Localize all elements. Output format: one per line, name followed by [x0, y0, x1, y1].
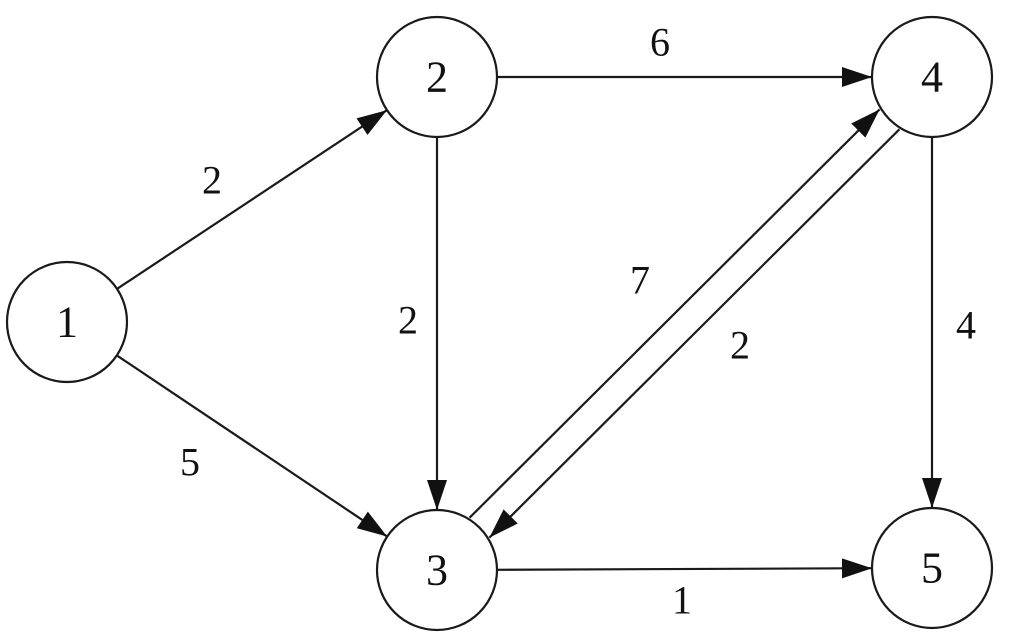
edge-weight-label: 4 [956, 303, 976, 348]
edge-1-to-2: 2 [116, 109, 388, 290]
node-label: 3 [426, 546, 448, 595]
edge-2-to-4: 6 [497, 20, 872, 87]
edge-weight-label: 5 [180, 440, 200, 485]
node-label: 5 [921, 544, 943, 593]
node-circle [870, 15, 994, 139]
node-4: 4 [870, 15, 994, 139]
edges-layer: 2 5 6 2 7 2 4 1 [116, 20, 976, 623]
edge-4-to-5: 4 [922, 137, 976, 508]
edge-4-to-3: 2 [488, 128, 901, 539]
node-circle [5, 260, 129, 384]
node-circle [375, 15, 499, 139]
edge-arrow [116, 354, 388, 538]
edge-arrow [496, 558, 873, 579]
edge-weight-label: 2 [730, 323, 750, 368]
edge-arrow [488, 128, 901, 539]
edge-3-to-4: 7 [468, 108, 881, 519]
edge-weight-label: 7 [630, 258, 650, 303]
edge-arrow [116, 109, 388, 290]
edge-weight-label: 2 [202, 158, 222, 203]
node-circle [870, 506, 994, 630]
node-label: 4 [921, 53, 943, 102]
edge-arrow [468, 108, 881, 519]
edge-2-to-3: 2 [398, 137, 447, 510]
edge-1-to-3: 5 [116, 354, 388, 538]
node-circle [375, 508, 499, 632]
node-3: 3 [375, 508, 499, 632]
edge-weight-label: 1 [672, 578, 692, 623]
node-2: 2 [375, 15, 499, 139]
edge-weight-label: 6 [650, 20, 670, 65]
node-1: 1 [5, 260, 129, 384]
node-label: 2 [426, 53, 448, 102]
edge-weight-label: 2 [398, 298, 418, 343]
node-label: 1 [56, 298, 78, 347]
nodes-layer: 1 2 3 4 5 [5, 15, 994, 632]
edge-3-to-5: 1 [496, 558, 873, 623]
node-5: 5 [870, 506, 994, 630]
